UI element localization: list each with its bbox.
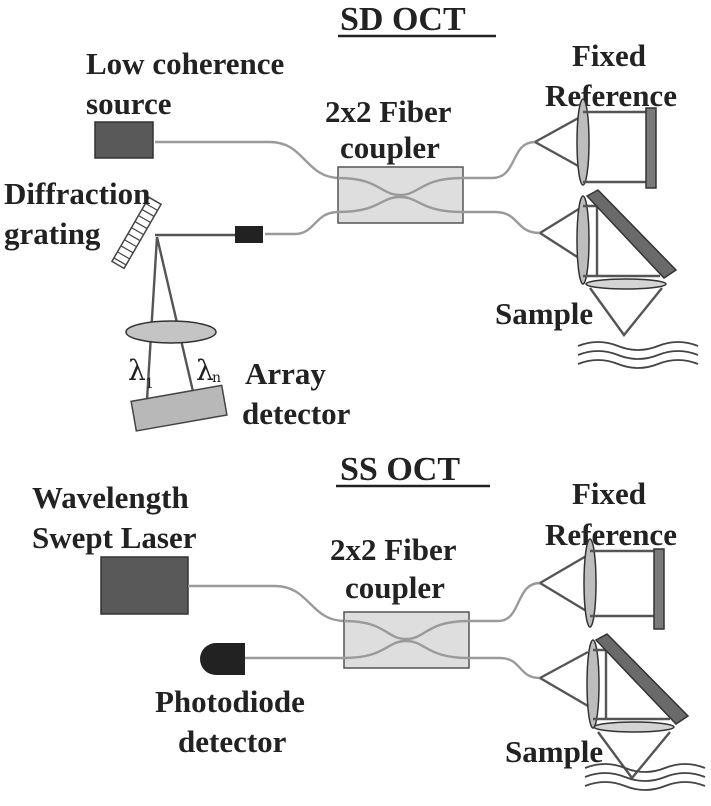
ss-laser-label-1: Wavelength [32, 480, 189, 515]
sd-title: SD OCT [340, 1, 466, 38]
ss-laser-label-2: Swept Laser [32, 520, 197, 555]
sd-grating-label-2: grating [4, 216, 101, 251]
ss-sample-lens [586, 639, 600, 729]
ss-coupler-fiber-bottom [343, 639, 470, 660]
lambda-1-symbol: λ [128, 354, 146, 387]
ss-sample-beam-cone [539, 650, 589, 708]
ss-title: SS OCT [340, 451, 460, 488]
sd-ref-lens [576, 98, 590, 186]
swept-laser-box [100, 556, 189, 615]
lambda-n-subscript: n [212, 370, 221, 386]
sd-detector-label-2: detector [242, 396, 351, 431]
ss-laser-fiber [188, 584, 346, 623]
sd-reference-fiber [463, 140, 536, 180]
sd-ref-mirror [645, 107, 657, 189]
lambda-1-subscript: 1 [145, 376, 154, 392]
ss-coupler-label-2: coupler [345, 570, 445, 605]
ss-sample-tissue-waves [584, 763, 706, 791]
sd-diffracted-beams [145, 236, 197, 401]
ss-focusing-lens [593, 721, 675, 733]
ss-ref-mirror [653, 548, 665, 630]
ss-ref-label-2: Reference [545, 517, 677, 552]
sd-grating-label-1: Diffraction [4, 176, 150, 211]
sd-coupler-label-2: coupler [340, 130, 440, 165]
sd-ref-label-2: Reference [545, 78, 677, 113]
sd-detector-fiber [265, 210, 339, 236]
sd-collimator [235, 226, 263, 243]
ss-photodiode-label-2: detector [178, 724, 287, 759]
sd-detector-lens [125, 320, 217, 344]
ss-sample-focus-cone [597, 731, 671, 780]
sd-detector-label-1: Array [245, 356, 326, 391]
sd-coupler-fiber-bottom [337, 195, 464, 214]
ss-ref-beam-parallel [590, 549, 656, 618]
ss-sample-label: Sample [505, 734, 603, 769]
sd-sample-lens [576, 195, 590, 285]
sd-ref-beam-cone [534, 114, 583, 170]
sd-sample-focus-cone [589, 287, 663, 337]
photodiode-detector [200, 643, 245, 675]
lambda-n-symbol: λ [196, 354, 214, 387]
sd-source-fiber [155, 140, 341, 180]
sd-coupler-label-1: 2x2 Fiber [325, 94, 452, 129]
sd-source-label-1: Low coherence [86, 46, 284, 81]
low-coherence-source-box [94, 121, 154, 159]
ss-photodiode-label-1: Photodiode [155, 684, 305, 719]
ss-coupler-label-1: 2x2 Fiber [330, 532, 457, 567]
sd-focusing-lens [585, 278, 667, 290]
diffraction-grating [110, 196, 163, 270]
ss-sample-fiber [469, 656, 541, 680]
sd-sample-beam-cone [539, 205, 583, 262]
sd-source-label-2: source [86, 86, 172, 121]
ss-ref-beam-cone [539, 553, 589, 614]
ss-coupler-fiber-top [343, 619, 470, 641]
array-detector [130, 384, 228, 432]
sd-scanning-mirror [585, 189, 678, 279]
sd-sample-tissue-waves [577, 341, 699, 369]
sd-coupler-fiber-top [337, 176, 464, 197]
sd-sample-fiber [463, 210, 541, 235]
ss-reference-fiber [469, 581, 541, 623]
ss-ref-label-1: Fixed [572, 476, 646, 511]
ss-scanning-mirror [594, 633, 690, 725]
sd-sample-label: Sample [495, 296, 593, 331]
sd-ref-label-1: Fixed [572, 38, 646, 73]
sd-ref-beam-parallel [583, 110, 648, 184]
ss-ref-lens [583, 538, 597, 628]
